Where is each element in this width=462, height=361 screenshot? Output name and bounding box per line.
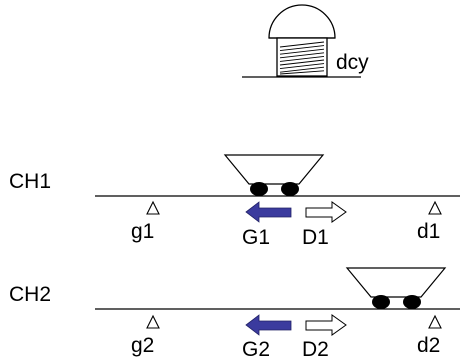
channel-2-right-triangle-icon xyxy=(428,314,442,329)
screw-thread-line xyxy=(279,52,325,59)
channel-2-cart xyxy=(345,267,447,309)
channel-2-right-arrow-icon xyxy=(305,314,347,336)
screw-label: dcy xyxy=(336,51,369,74)
screw-thread-line xyxy=(279,70,325,75)
channel-1 xyxy=(95,154,460,223)
channel-2-left-marker-label: g2 xyxy=(131,334,155,357)
channel-1-center-left-label: G1 xyxy=(242,226,271,249)
screw-thread-line xyxy=(279,45,325,52)
channel-1-center-right-label: D1 xyxy=(302,226,329,249)
channel-2-right-marker-label: d2 xyxy=(417,334,441,357)
channel-1-right-arrow-icon xyxy=(305,201,347,223)
channel-1-name: CH1 xyxy=(9,170,52,193)
channel-1-right-triangle-icon xyxy=(428,200,442,215)
channel-2-center-left-label: G2 xyxy=(242,338,271,361)
channel-2 xyxy=(95,267,460,336)
channel-1-right-marker-label: d1 xyxy=(417,220,441,243)
screw-icon xyxy=(242,4,361,78)
channel-2-left-arrow-icon xyxy=(245,314,292,336)
screw-thread-line xyxy=(279,41,325,48)
channel-2-name: CH2 xyxy=(9,283,52,306)
channel-1-left-arrow-icon xyxy=(245,201,292,223)
screw-thread-line xyxy=(279,55,325,62)
screw-threads xyxy=(279,41,325,75)
screw-thread-line xyxy=(279,48,325,55)
screw-thread-line xyxy=(279,63,325,70)
channel-2-left-triangle-icon xyxy=(146,314,160,329)
channel-1-left-marker-label: g1 xyxy=(131,220,155,243)
screw-thread-line xyxy=(279,59,325,66)
channel-1-cart xyxy=(223,154,325,196)
channel-1-left-triangle-icon xyxy=(146,200,160,215)
channel-2-center-right-label: D2 xyxy=(302,338,329,361)
screw-thread-line xyxy=(279,66,325,73)
